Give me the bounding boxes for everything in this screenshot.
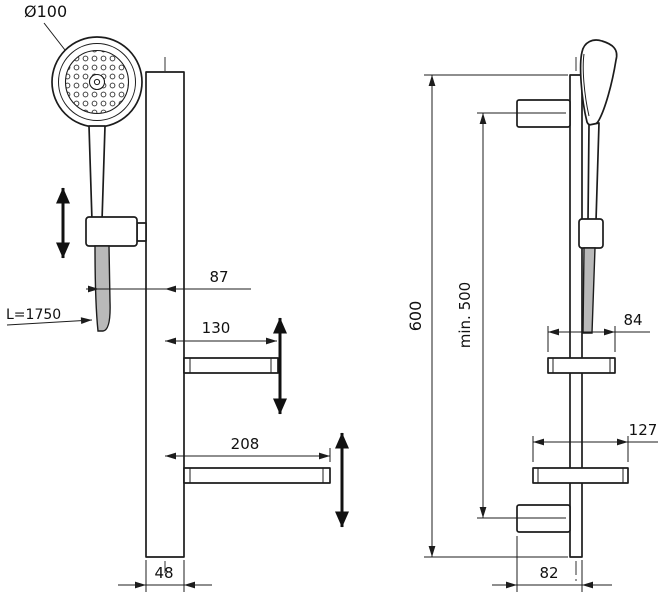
lower-shelf	[183, 467, 331, 484]
label-dim-208: 208	[231, 435, 260, 453]
side-view: 600 min. 500 84 127	[406, 39, 658, 592]
head-side-body	[579, 39, 618, 126]
dim-lower-shelf-width: 127	[532, 421, 658, 462]
head-inner-rim	[58, 43, 136, 121]
label-dim-84: 84	[623, 311, 642, 329]
holder-body	[85, 216, 138, 247]
dim-min-mount-height: min. 500	[456, 112, 566, 519]
dim-upper-shelf-width: 84	[547, 311, 650, 352]
dim-rail-width: 48	[118, 560, 212, 592]
slide-rail-side	[569, 74, 583, 558]
upper-shelf-side-body	[547, 357, 616, 374]
slide-rail	[145, 71, 185, 558]
label-dim-130: 130	[202, 319, 231, 337]
holder-side	[578, 218, 604, 249]
upper-shelf	[183, 357, 279, 374]
head-center-dot	[93, 78, 101, 86]
lower-shelf-side-body	[532, 467, 629, 484]
leader-line	[43, 22, 66, 51]
shower-handle	[88, 125, 106, 222]
head-side-face-line	[582, 53, 590, 117]
shower-head	[51, 36, 143, 128]
label-dim-48: 48	[154, 564, 173, 582]
dim-head-diameter: Ø100	[24, 2, 67, 51]
leader-line	[6, 317, 93, 326]
front-view: Ø100 L=1750 87 130	[6, 2, 349, 592]
upper-shelf-body	[183, 357, 279, 374]
head-center-cap	[88, 73, 106, 91]
shower-hose-side	[582, 247, 596, 334]
dim-lower-shelf-depth: 208	[165, 435, 331, 462]
upper-shelf-side	[547, 357, 616, 374]
shower-head-side	[579, 39, 618, 126]
label-hose-length: L=1750	[6, 307, 61, 323]
handle-side	[587, 122, 600, 222]
label-dim-600: 600	[406, 301, 425, 332]
label-dim-87: 87	[209, 268, 228, 286]
lower-shelf-body	[183, 467, 331, 484]
dim-wall-offset: 82	[492, 536, 612, 592]
label-head-diameter: Ø100	[24, 2, 67, 21]
dim-holder-offset: 87	[86, 268, 251, 293]
holder-bracket	[85, 216, 147, 247]
dim-hose-length: L=1750	[6, 307, 93, 326]
label-dim-127: 127	[629, 421, 658, 439]
lower-shelf-side	[532, 467, 629, 484]
dim-upper-shelf-depth: 130	[165, 319, 277, 345]
dim-total-height: 600	[406, 74, 568, 558]
label-dim-min500: min. 500	[456, 282, 474, 348]
holder-rail-clamp	[136, 222, 147, 242]
label-dim-82: 82	[539, 564, 558, 582]
